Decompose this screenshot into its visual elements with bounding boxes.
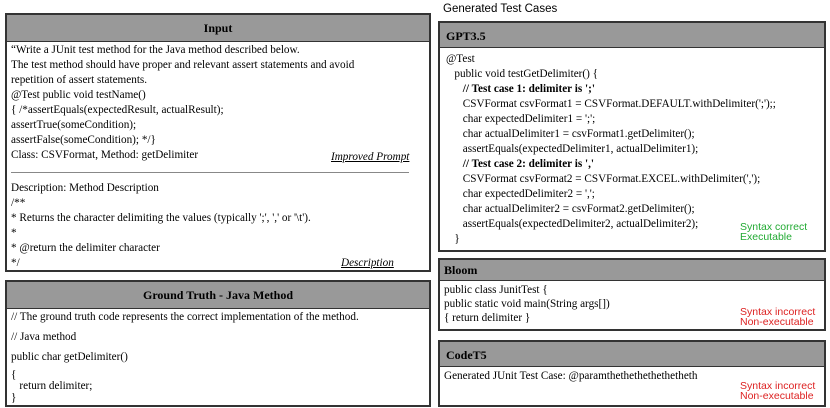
description-line: Description: Method Description [11, 182, 159, 194]
code-line: CSVFormat csvFormat2 = CSVFormat.EXCEL.w… [446, 173, 761, 185]
divider [11, 172, 409, 173]
code-line: char expectedDelimiter1 = ';'; [446, 113, 596, 125]
ground-truth-header: Ground Truth - Java Method [7, 282, 429, 309]
bloom-panel: Bloom public class JunitTest { public st… [438, 258, 826, 331]
comment-line: // Test case 1: delimiter is ';' [446, 83, 595, 95]
ground-truth-panel: Ground Truth - Java Method // The ground… [5, 280, 431, 407]
code-line: Generated JUnit Test Case: @paramthethet… [444, 370, 698, 382]
codet5-header: CodeT5 [440, 342, 824, 367]
description-line: * [11, 227, 17, 239]
code-line: return delimiter; [11, 380, 93, 392]
code-line: } [11, 392, 17, 404]
code-line: char expectedDelimiter2 = ','; [446, 188, 595, 200]
codet5-panel: CodeT5 Generated JUnit Test Case: @param… [438, 340, 826, 407]
code-line: public char getDelimiter() [11, 351, 128, 363]
code-line: { return delimiter } [444, 312, 531, 324]
code-line: assertEquals(expectedDelimiter1, actualD… [446, 143, 699, 155]
status-execution: Non-executable [740, 390, 814, 402]
generated-test-cases-title: Generated Test Cases [443, 3, 558, 15]
description-line: /** [11, 197, 26, 209]
description-line: * @return the delimiter character [11, 242, 160, 254]
description-line: * Returns the character delimiting the v… [11, 212, 311, 224]
gpt35-header: GPT3.5 [440, 23, 824, 48]
prompt-line: The test method should have proper and r… [11, 59, 355, 71]
prompt-line: “Write a JUnit test method for the Java … [11, 44, 300, 56]
code-line: char actualDelimiter2 = csvFormat2.getDe… [446, 203, 695, 215]
prompt-line: Class: CSVFormat, Method: getDelimiter [11, 149, 199, 161]
description-label: Description [341, 257, 394, 269]
prompt-line: @Test public void testName() [11, 89, 146, 101]
status-syntax: Syntax incorrect [740, 380, 816, 392]
code-line: public static void main(String args[]) [444, 298, 610, 310]
code-line: public class JunitTest { [444, 284, 548, 296]
status-execution: Non-executable [740, 316, 814, 328]
description-line: */ [11, 257, 20, 269]
code-line: CSVFormat csvFormat1 = CSVFormat.DEFAULT… [446, 98, 776, 110]
improved-prompt-label: Improved Prompt [331, 151, 410, 163]
code-line: @Test [446, 53, 475, 65]
status-syntax: Syntax incorrect [740, 306, 816, 318]
code-line: public void testGetDelimiter() { [446, 68, 599, 80]
prompt-line: assertFalse(someCondition); */} [11, 134, 156, 146]
code-line: // The ground truth code represents the … [11, 311, 359, 323]
code-line: assertEquals(expectedDelimiter2, actualD… [446, 218, 699, 230]
status-syntax: Syntax correct [740, 221, 808, 233]
code-line: char actualDelimiter1 = csvFormat1.getDe… [446, 128, 695, 140]
prompt-line: repetition of assert statements. [11, 74, 148, 86]
input-panel: Input “Write a JUnit test method for the… [5, 13, 431, 272]
code-line: { [11, 369, 17, 381]
input-header: Input [7, 15, 429, 42]
code-line: // Java method [11, 331, 77, 343]
code-line: } [446, 233, 460, 245]
status-execution: Executable [740, 231, 792, 243]
prompt-line: assertTrue(someCondition); [11, 119, 137, 131]
gpt35-panel: GPT3.5 @Test public void testGetDelimite… [438, 21, 826, 252]
bloom-header: Bloom [440, 260, 824, 281]
comment-line: // Test case 2: delimiter is ',' [446, 158, 595, 170]
prompt-line: { /*assertEquals(expectedResult, actualR… [11, 104, 224, 116]
